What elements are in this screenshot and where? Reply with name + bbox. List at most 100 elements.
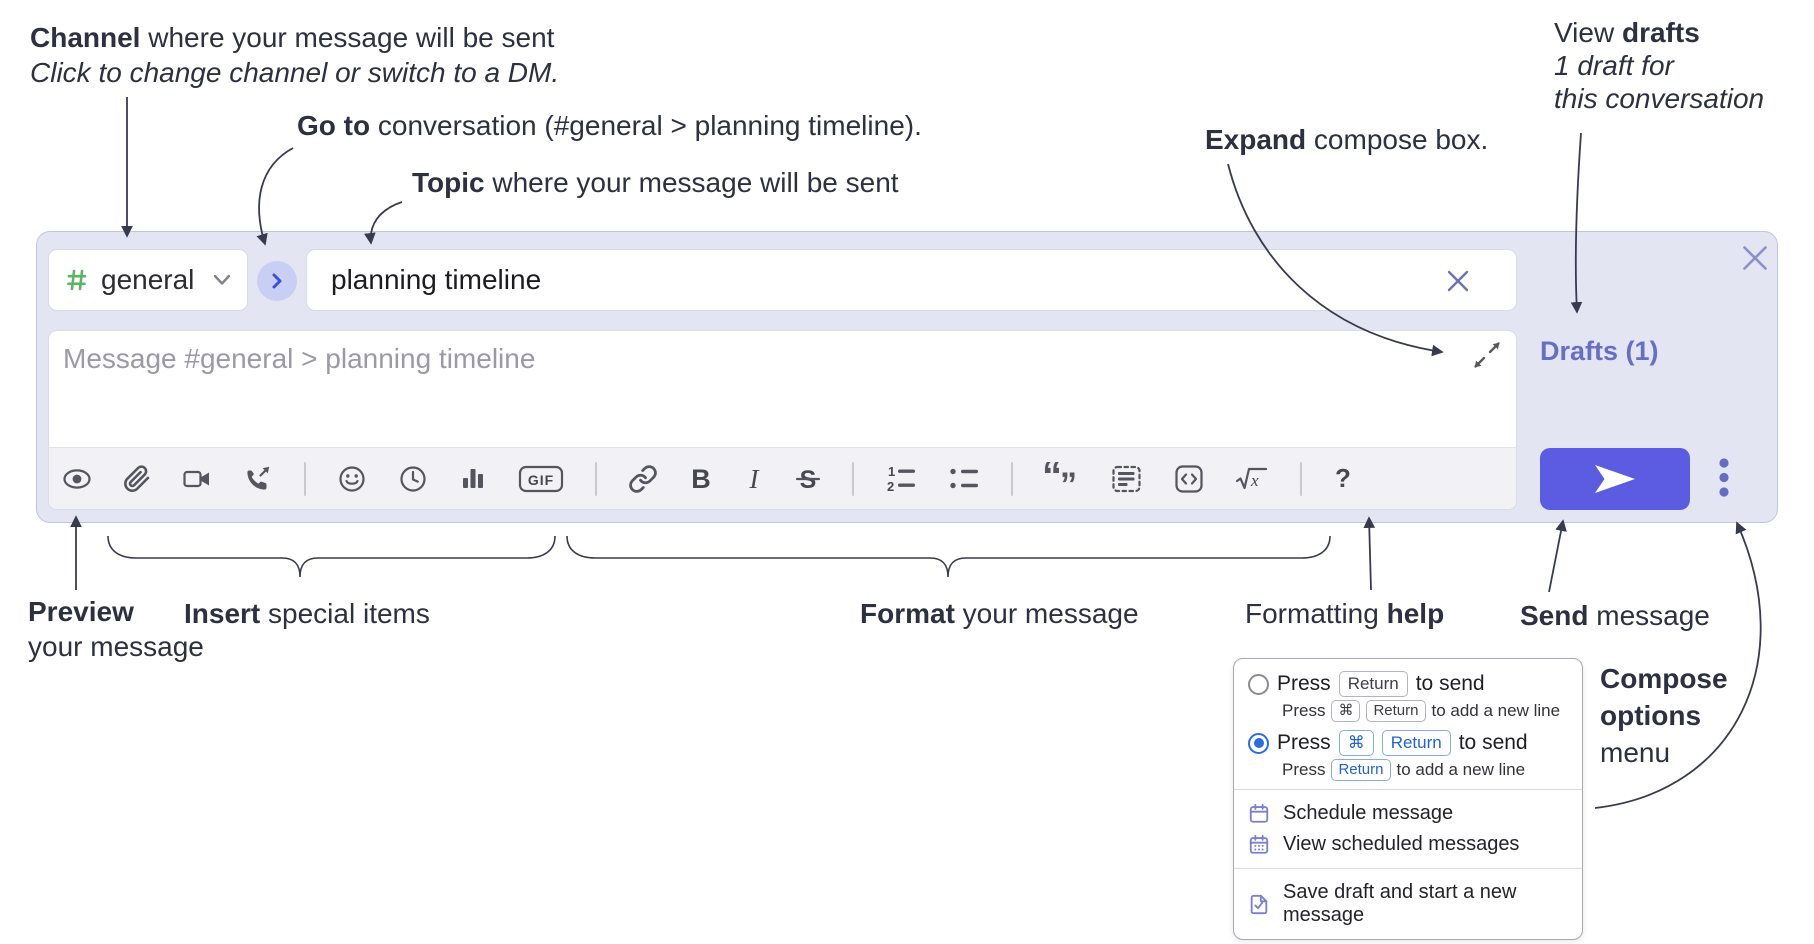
annotation-goto-rest: conversation (#general > planning timeli… (370, 110, 922, 141)
menu-divider (1234, 868, 1582, 869)
channel-selector-button[interactable]: general (48, 249, 248, 311)
chevron-right-icon (272, 273, 282, 289)
gif-icon-label: GIF (528, 472, 554, 488)
channel-name-label: general (101, 264, 195, 295)
annotation-channel-bold: Channel (30, 22, 141, 53)
annotation-compose-line1: Compose (1600, 663, 1728, 694)
chevron-down-icon (213, 274, 231, 285)
view-scheduled-label: View scheduled messages (1283, 833, 1520, 855)
brace-insert (107, 535, 556, 578)
schedule-message-item[interactable]: Schedule message (1234, 798, 1582, 829)
audio-call-icon[interactable] (243, 464, 273, 494)
go-to-conversation-button[interactable] (257, 261, 297, 301)
annotation-help-bold: help (1386, 598, 1445, 629)
numbered-list-2: 2 (887, 479, 894, 494)
annotation-expand-bold: Expand (1205, 124, 1307, 155)
annotation-goto-bold: Go to (297, 110, 371, 141)
gif-icon[interactable]: GIF (518, 463, 564, 495)
opt1-return-key: Return (1338, 671, 1408, 697)
annotation-topic-rest: where your message will be sent (484, 167, 899, 198)
save-draft-item[interactable]: Save draft and start a new message (1234, 877, 1582, 931)
annotation-compose-options: Compose options menu (1600, 660, 1728, 771)
expand-compose-icon[interactable] (1472, 340, 1502, 370)
emoji-icon[interactable] (337, 464, 367, 494)
toolbar-divider (595, 461, 597, 496)
arrow-goto (256, 147, 294, 246)
annotation-help-pre: Formatting (1245, 598, 1387, 629)
toolbar-divider (1011, 461, 1013, 496)
annotation-preview-line2: your message (28, 631, 204, 662)
message-placeholder: Message #general > planning timeline (63, 343, 536, 374)
poll-icon[interactable] (459, 464, 487, 494)
preview-icon[interactable] (62, 464, 92, 494)
annotation-format: Format your message (860, 596, 1139, 631)
opt2-press-label: Press (1277, 731, 1331, 754)
annotation-drafts-pre: View (1554, 17, 1622, 48)
topic-input-value: planning timeline (331, 264, 542, 295)
annotation-preview: Preview your message (28, 594, 204, 664)
enter-sends-option[interactable]: Press Return to send Press ⌘ Return to a… (1234, 670, 1582, 722)
message-input[interactable]: Message #general > planning timeline (48, 330, 1517, 510)
annotation-preview-bold: Preview (28, 596, 134, 627)
radio-unselected-icon[interactable] (1248, 673, 1269, 695)
opt1-press-label: Press (1277, 672, 1331, 695)
channel-hash-icon (67, 269, 87, 291)
brace-format (566, 535, 1331, 578)
send-button[interactable] (1540, 448, 1690, 510)
math-latex-icon[interactable]: x (1235, 464, 1269, 494)
spoiler-icon[interactable] (1111, 464, 1143, 494)
bulleted-list-icon[interactable] (948, 464, 980, 494)
annotation-view-drafts: View drafts 1 draft for this conversatio… (1554, 16, 1764, 115)
opt2-tosend-label: to send (1458, 731, 1528, 754)
attach-file-icon[interactable] (123, 464, 151, 493)
time-icon[interactable] (398, 464, 428, 494)
calendar-icon (1249, 803, 1269, 823)
opt2-return-key: Return (1381, 730, 1451, 756)
schedule-message-label: Schedule message (1283, 802, 1454, 824)
annotation-channel-sub: Click to change channel or switch to a D… (30, 57, 560, 88)
math-x-glyph: x (1250, 471, 1259, 490)
save-draft-label: Save draft and start a new message (1283, 881, 1517, 926)
topic-input[interactable]: planning timeline (306, 249, 1517, 311)
radio-selected-icon[interactable] (1248, 732, 1269, 754)
italic-icon[interactable]: I (744, 463, 764, 495)
annotation-send: Send message (1520, 598, 1710, 633)
numbered-list-1: 1 (888, 464, 895, 479)
arrow-send (1548, 519, 1567, 593)
annotation-insert: Insert special items (184, 596, 430, 631)
annotation-formatting-help: Formatting help (1245, 596, 1444, 631)
quote-icon[interactable]: “” (1044, 462, 1080, 496)
cmd-enter-sends-option[interactable]: Press ⌘ Return to send Press Return to a… (1234, 729, 1582, 781)
message-formatting-help-icon[interactable]: ? (1333, 463, 1353, 495)
opt2-sub-return-key: Return (1331, 759, 1391, 781)
annotation-insert-rest: special items (260, 598, 430, 629)
annotation-insert-bold: Insert (184, 598, 261, 629)
bold-icon[interactable]: B (689, 463, 713, 495)
send-icon (1595, 465, 1635, 493)
close-compose-icon[interactable] (1741, 244, 1769, 272)
view-scheduled-messages-item[interactable]: View scheduled messages (1234, 829, 1582, 860)
opt1-tosend-label: to send (1415, 672, 1485, 695)
annotation-compose-line2: options (1600, 700, 1702, 731)
annotation-channel-rest: where your message will be sent (140, 22, 555, 53)
annotation-topic-bold: Topic (412, 167, 485, 198)
toolbar-divider (1300, 461, 1302, 496)
opt2-sub-newline-label: to add a new line (1396, 760, 1526, 779)
drafts-link[interactable]: Drafts (1) (1540, 336, 1659, 366)
toolbar-divider (852, 461, 854, 496)
clear-topic-icon[interactable] (1446, 269, 1470, 293)
annotation-goto: Go to conversation (#general > planning … (297, 108, 922, 143)
bold-icon-glyph: B (691, 464, 711, 494)
calendar-grid-icon (1249, 834, 1269, 854)
italic-icon-glyph: I (749, 464, 761, 494)
code-icon[interactable] (1174, 464, 1204, 494)
annotation-drafts-line3: this conversation (1554, 83, 1765, 114)
save-draft-icon (1250, 894, 1268, 914)
strikethrough-icon[interactable]: S (795, 463, 821, 495)
video-call-icon[interactable] (182, 464, 212, 494)
opt1-sub-cmd-key: ⌘ (1331, 700, 1361, 722)
compose-options-kebab-icon[interactable] (1718, 458, 1730, 498)
link-icon[interactable] (628, 464, 658, 494)
